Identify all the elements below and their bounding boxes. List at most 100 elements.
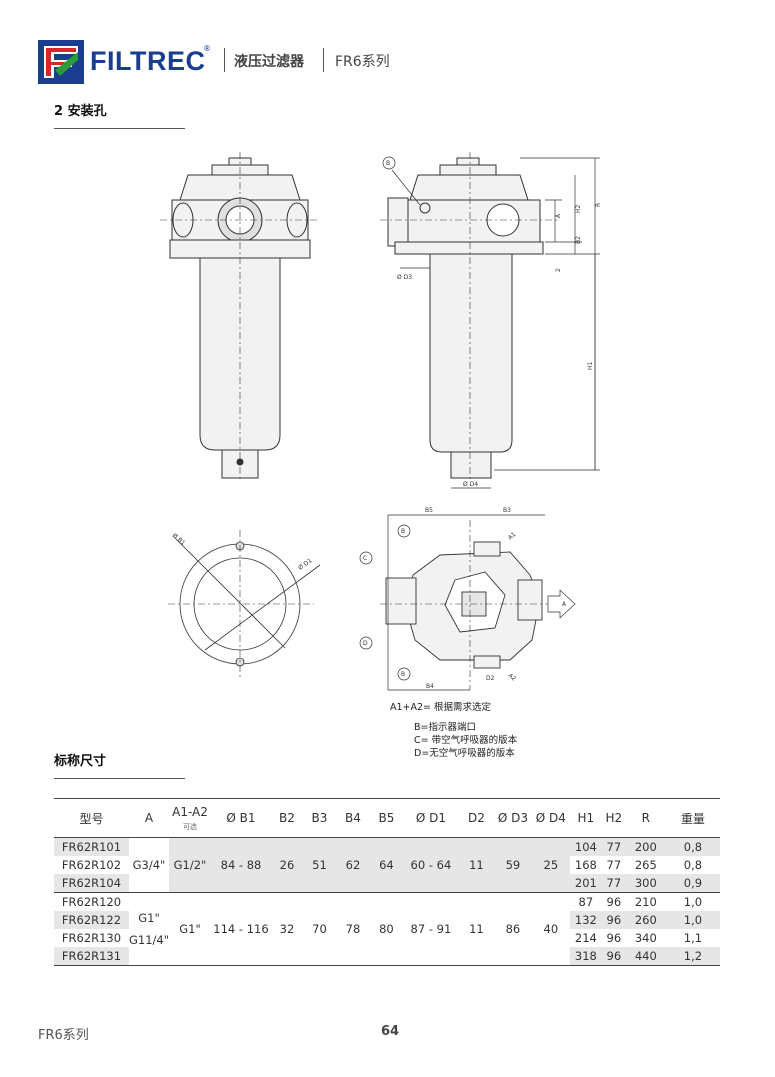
label-h2: H2 xyxy=(575,204,582,213)
note-a1a2: A1+A2= 根据需求选定 xyxy=(390,702,492,713)
label-d1: Ø D1 xyxy=(297,557,314,571)
label-b-top: B xyxy=(401,528,405,535)
table-row: FR62R101 G3/4" G1/2" 84 - 88 26 51 62 64… xyxy=(54,837,720,893)
label-d3: Ø D3 xyxy=(397,274,412,281)
cell-d1: 60 - 64 xyxy=(402,837,459,893)
cell-model: FR62R131 xyxy=(54,947,129,966)
cell-h1: 104 xyxy=(569,837,602,856)
col-d3: Ø D3 xyxy=(493,798,532,838)
label-a-arrow: A xyxy=(562,601,567,608)
cell-r: 340 xyxy=(634,931,657,945)
cell-model: FR62R104 xyxy=(54,874,129,893)
cell-a1a2: G1" xyxy=(169,892,211,966)
label-b: B xyxy=(386,160,390,167)
cell-r: 210 xyxy=(625,892,666,911)
cell-a: G1"G11/4" xyxy=(128,892,170,966)
page-number: 64 xyxy=(381,1024,400,1039)
filtrec-logo-icon xyxy=(38,40,84,84)
cell-b5: 64 xyxy=(369,837,403,893)
cell-h2: 77 xyxy=(601,874,626,893)
label-a1: A1 xyxy=(507,531,518,542)
label-c: C xyxy=(363,555,367,562)
table-row: FR62R102 168 77 265 0,8 xyxy=(54,856,720,874)
cell-d3: 86 xyxy=(493,892,532,966)
label-b5: B5 xyxy=(425,507,433,514)
cell-b4: 78 xyxy=(335,892,370,966)
label-b1: Ø B1 xyxy=(171,532,187,547)
cell-b3: 70 xyxy=(302,892,336,966)
cell-h2: 77 xyxy=(601,837,626,856)
label-a-dim: A xyxy=(555,213,562,218)
cell-r: 440 xyxy=(625,947,666,966)
label-r: R xyxy=(595,203,602,207)
cell-b4: 62 xyxy=(335,837,370,893)
cell-h1: 201 xyxy=(569,874,602,893)
footer-series: FR6系列 xyxy=(38,1028,89,1043)
cell-b2: 26 xyxy=(270,837,303,893)
note-d: D=无空气呼吸器的版本 xyxy=(414,748,515,759)
cell-d2: 11 xyxy=(458,837,494,893)
col-b3: B3 xyxy=(302,798,336,838)
table-row: FR62R130 214 96 340 1,1 xyxy=(54,929,720,947)
cell-weight: 0,9 xyxy=(665,874,720,893)
label-b2: B2 xyxy=(575,236,582,244)
table-row: FR62R131 318 96 440 1,2 xyxy=(54,947,720,966)
col-d1: Ø D1 xyxy=(402,798,459,838)
label-b4: B4 xyxy=(426,683,434,690)
registered-mark: ® xyxy=(203,44,211,53)
section-title-nominal: 标称尺寸 xyxy=(54,754,107,769)
cell-h1: 214 xyxy=(574,931,597,945)
cell-weight: 0,8 xyxy=(665,837,720,856)
cell-r: 200 xyxy=(625,837,666,856)
col-b2: B2 xyxy=(270,798,303,838)
header-divider-2 xyxy=(323,48,324,72)
note-c: C= 带空气呼吸器的版本 xyxy=(414,735,518,746)
cell-model: FR62R101 xyxy=(54,837,129,856)
cell-h1: 87 xyxy=(569,892,602,911)
section-title-install: 2 安装孔 xyxy=(54,104,107,119)
label-two: 2 xyxy=(555,268,562,272)
table-row: FR62R122 132 96 260 1,0 xyxy=(54,911,720,929)
cell-weight: 0,8 xyxy=(683,858,703,872)
cell-r: 300 xyxy=(625,874,666,893)
cell-h1: 132 xyxy=(569,911,602,929)
cell-a1a2: G1/2" xyxy=(169,837,211,893)
cell-b2: 32 xyxy=(270,892,303,966)
label-a2: A2 xyxy=(507,672,518,683)
col-b5: B5 xyxy=(369,798,403,838)
label-d2: D2 xyxy=(486,675,495,682)
cell-h1: 168 xyxy=(574,858,597,872)
cell-weight: 1,0 xyxy=(665,892,720,911)
cell-model: FR62R102 xyxy=(61,858,122,872)
cell-b1: 114 - 116 xyxy=(211,892,271,966)
table-row: FR62R120 G1"G11/4" G1" 114 - 116 32 70 7… xyxy=(54,892,720,966)
header-subtitle: 液压过滤器 xyxy=(234,54,304,70)
cell-a: G3/4" xyxy=(128,837,170,893)
table-row: FR62R104 201 77 300 0,9 xyxy=(54,874,720,893)
col-h2: H2 xyxy=(601,798,626,838)
cell-h2: 96 xyxy=(601,947,626,966)
col-a1a2-sub: 可选 xyxy=(183,822,197,831)
cell-h2: 96 xyxy=(606,931,622,945)
cell-b1: 84 - 88 xyxy=(211,837,271,893)
section-underline-2 xyxy=(54,778,185,779)
cell-r: 265 xyxy=(634,858,657,872)
cell-h2: 96 xyxy=(601,911,626,929)
label-d4: Ø D4 xyxy=(463,481,478,488)
cell-d1: 87 - 91 xyxy=(402,892,459,966)
col-a: A xyxy=(128,798,170,838)
cell-h2: 96 xyxy=(601,892,626,911)
col-d2: D2 xyxy=(458,798,494,838)
header-series: FR6系列 xyxy=(335,54,390,70)
col-b1: Ø B1 xyxy=(211,798,271,838)
label-b3: B3 xyxy=(503,507,511,514)
cell-h1: 318 xyxy=(569,947,602,966)
cell-b5: 80 xyxy=(369,892,403,966)
cell-weight: 1,1 xyxy=(683,931,703,945)
cell-model: FR62R122 xyxy=(54,911,129,929)
cell-model: FR62R120 xyxy=(54,892,129,911)
header-divider xyxy=(224,48,225,72)
cell-weight: 1,2 xyxy=(665,947,720,966)
